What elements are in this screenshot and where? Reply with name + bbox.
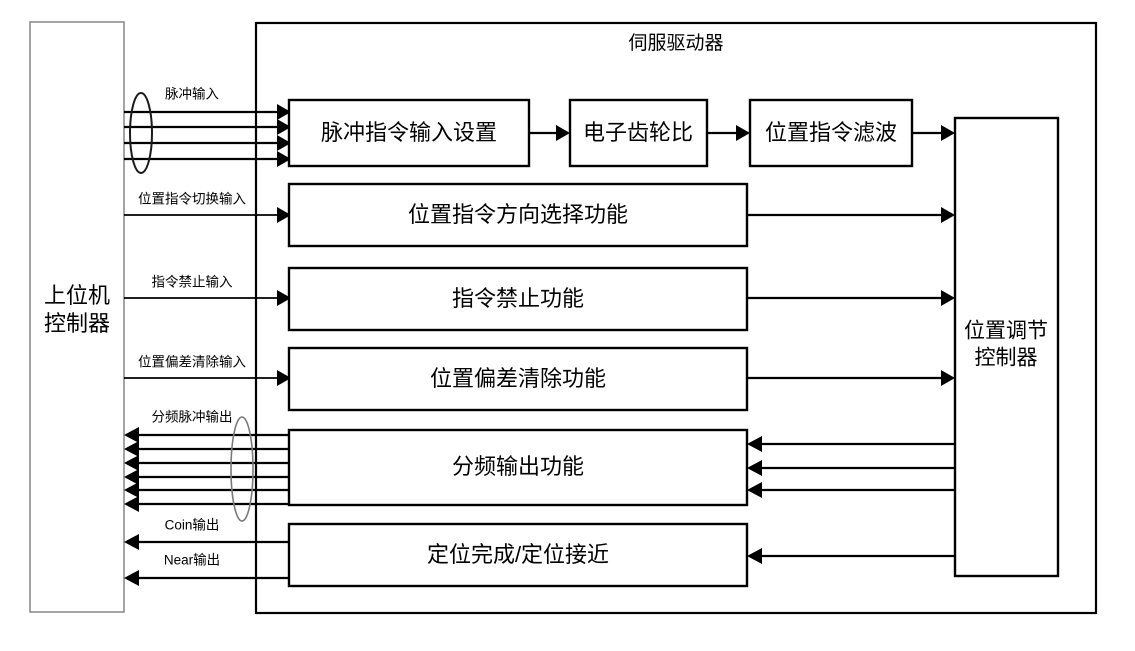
signal-label-pulse-input: 脉冲输入 — [165, 87, 219, 102]
arrowhead — [941, 125, 955, 141]
arrowhead — [124, 496, 139, 512]
block-label-pulse-command-input-setting: 脉冲指令输入设置 — [321, 120, 497, 145]
cable-bundle-icon — [129, 92, 153, 174]
arrowhead — [747, 482, 762, 498]
signal-group-coin-output: Coin输出 — [124, 518, 289, 550]
arrowhead — [556, 125, 570, 141]
signal-group-frequency-division-pulse-output: 分频脉冲输出 — [124, 410, 289, 522]
block-position-command-filter — [748, 98, 914, 168]
arrowhead — [124, 570, 139, 586]
signal-label-position-deviation-clear-input: 位置偏差清除输入 — [138, 355, 246, 370]
block-label-positioning-complete-near: 定位完成/定位接近 — [427, 542, 609, 567]
position-adjust-controller-label-line1: 位置调节 — [964, 320, 1048, 343]
arrowhead — [747, 460, 762, 476]
arrowhead — [124, 427, 139, 443]
arrowhead — [124, 469, 139, 485]
arrowhead — [736, 125, 750, 141]
connector-gear-to-filter — [707, 125, 750, 141]
arrowhead — [747, 548, 762, 564]
arrowhead — [277, 370, 291, 386]
signal-group-pulse-input: 脉冲输入 — [124, 87, 291, 174]
block-position-deviation-clear — [287, 346, 749, 412]
arrowhead — [277, 207, 291, 223]
servo-drive-frame — [254, 21, 1098, 615]
arrowhead — [277, 104, 291, 120]
arrowhead — [124, 441, 139, 457]
arrowhead — [277, 119, 291, 135]
arrowhead — [124, 482, 139, 498]
cable-bundle-icon — [230, 416, 254, 522]
block-label-command-inhibit: 指令禁止功能 — [452, 286, 584, 311]
signal-label-frequency-division-pulse-output: 分频脉冲输出 — [152, 410, 233, 425]
position-adjust-controller-box — [953, 116, 1060, 578]
connector-inhibit-to-controller — [747, 290, 955, 306]
signal-group-near-output: Near输出 — [124, 553, 289, 586]
signal-label-coin-output: Coin输出 — [165, 518, 220, 533]
connector-controller-to-positioning — [747, 548, 955, 564]
block-label-position-deviation-clear: 位置偏差清除功能 — [430, 366, 606, 391]
host-controller-box — [29, 21, 125, 613]
host-controller-label-line2: 控制器 — [44, 311, 110, 336]
arrowhead — [747, 436, 762, 452]
block-positioning-complete-near — [287, 522, 749, 588]
connector-filter-to-controller — [912, 125, 955, 141]
arrowhead — [277, 151, 291, 167]
block-frequency-division-output — [287, 428, 749, 507]
signal-label-command-inhibit-input: 指令禁止输入 — [152, 275, 233, 290]
block-label-frequency-division-output: 分频输出功能 — [452, 454, 584, 479]
servo-drive-title: 伺服驱动器 — [628, 32, 723, 54]
block-label-position-command-filter: 位置指令滤波 — [765, 120, 897, 145]
arrowhead — [277, 135, 291, 151]
block-label-electronic-gear-ratio: 电子齿轮比 — [583, 120, 693, 145]
signal-group-command-inhibit-input: 指令禁止输入 — [124, 275, 291, 306]
block-label-position-command-direction-select: 位置指令方向选择功能 — [408, 202, 628, 227]
signal-group-position-deviation-clear-input: 位置偏差清除输入 — [124, 355, 291, 386]
arrowhead — [941, 370, 955, 386]
position-adjust-controller-label-line2: 控制器 — [975, 347, 1038, 370]
connector-controller-to-frequency-division — [747, 436, 955, 498]
signal-label-position-command-switch-input: 位置指令切换输入 — [138, 192, 246, 207]
arrowhead — [124, 455, 139, 471]
block-position-command-direction-select — [287, 182, 749, 248]
connector-deviation-to-controller — [747, 370, 955, 386]
connector-block1-to-gear — [529, 125, 570, 141]
arrowhead — [941, 207, 955, 223]
arrowhead — [124, 534, 139, 550]
host-controller-label-line1: 上位机 — [44, 283, 110, 308]
connector-direction-to-controller — [747, 207, 955, 223]
signal-group-position-command-switch-input: 位置指令切换输入 — [124, 192, 291, 223]
arrowhead — [941, 290, 955, 306]
signal-label-near-output: Near输出 — [164, 553, 220, 568]
block-electronic-gear-ratio — [568, 98, 709, 168]
arrowhead — [277, 290, 291, 306]
